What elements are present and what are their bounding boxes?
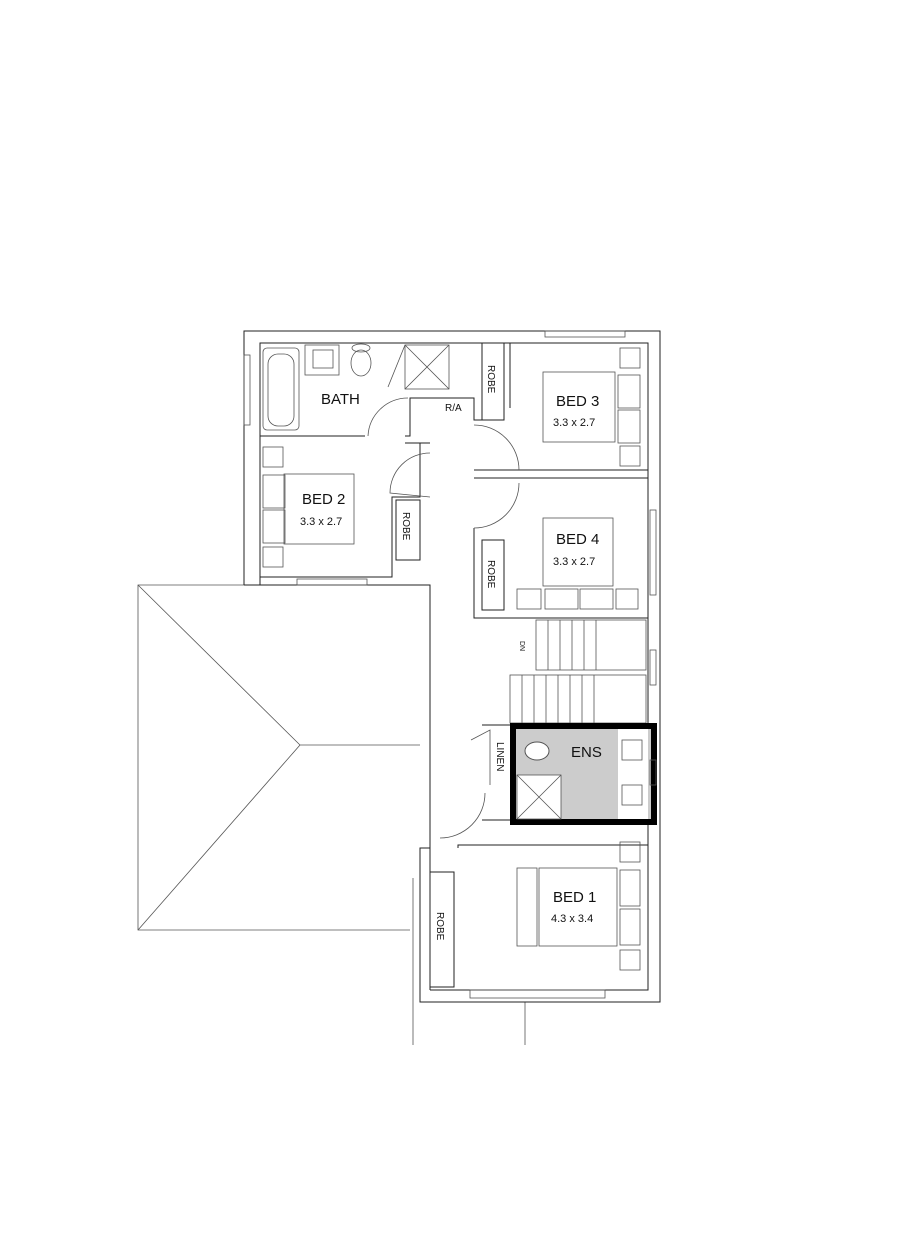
robe-label-bed3: ROBE — [485, 365, 496, 394]
ra-label: R/A — [445, 403, 462, 414]
external-walls — [243, 330, 661, 1003]
robe-label-bed2: ROBE — [400, 512, 411, 541]
roof — [137, 584, 526, 1045]
doors[interactable] — [367, 397, 520, 839]
room-label-bed4: BED 4 — [556, 531, 599, 548]
stairs[interactable] — [509, 619, 647, 724]
room-size-bed4: 3.3 x 2.7 — [553, 556, 595, 568]
room-label-bed2: BED 2 — [302, 491, 345, 508]
linen-label: LINEN — [494, 742, 505, 771]
room-label-bath: BATH — [321, 391, 360, 408]
room-label-bed3: BED 3 — [556, 393, 599, 410]
bath-fixtures — [262, 343, 450, 431]
robes — [395, 342, 505, 988]
robe-label-bed4: ROBE — [485, 560, 496, 589]
room-size-bed1: 4.3 x 3.4 — [551, 913, 593, 925]
room-size-bed3: 3.3 x 2.7 — [553, 417, 595, 429]
room-size-bed2: 3.3 x 2.7 — [300, 516, 342, 528]
room-label-bed1: BED 1 — [553, 889, 596, 906]
stairs-down-label: DN — [518, 641, 525, 651]
robe-label-bed1: ROBE — [434, 912, 445, 941]
room-label-ens: ENS — [571, 744, 602, 761]
windows — [243, 330, 657, 999]
beds-furniture — [262, 347, 641, 971]
ensuite — [510, 723, 657, 825]
